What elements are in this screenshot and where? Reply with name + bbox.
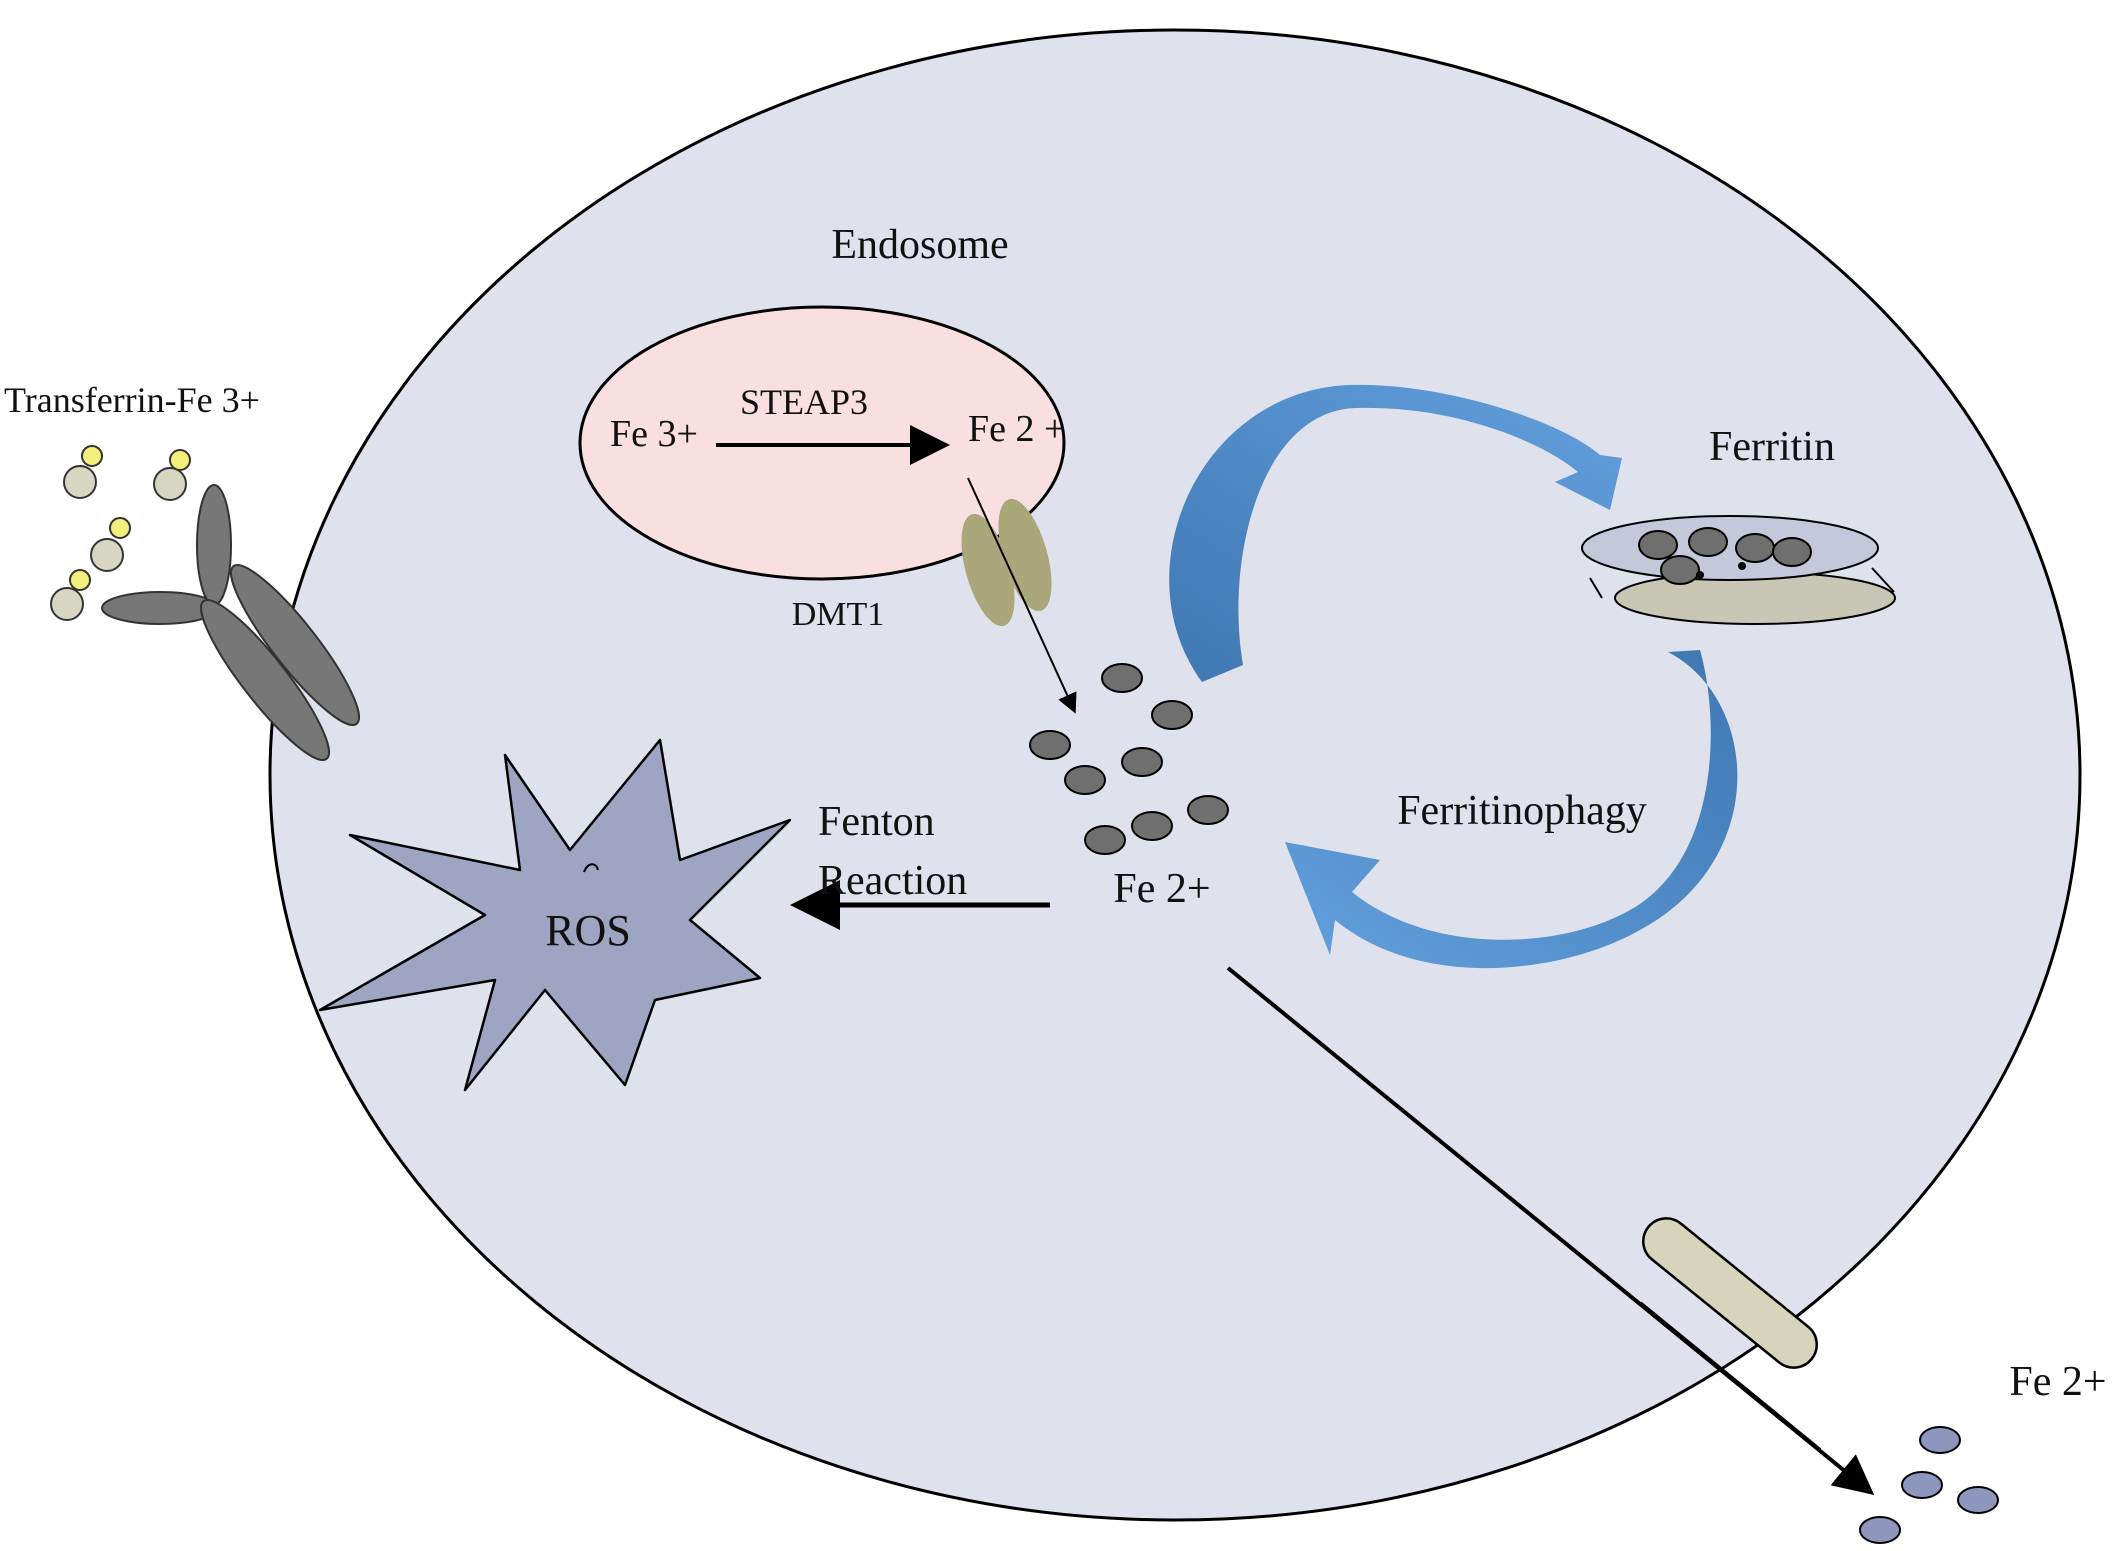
ros-star-mark — [583, 863, 599, 873]
export-arrow-overlay — [1638, 1301, 1822, 1452]
fe2-exported — [1859, 1426, 1999, 1544]
fenton-label-line2: Reaction — [818, 858, 967, 904]
fe2-pool — [1029, 663, 1229, 855]
ferritinophagy-label: Ferritinophagy — [1397, 788, 1647, 834]
ros-star-icon — [318, 738, 792, 1092]
cell-body — [268, 28, 2082, 1522]
endosome-label: Endosome — [831, 222, 1008, 268]
arrow-to-ferritin — [1169, 384, 1622, 682]
dmt1-label: DMT1 — [792, 596, 885, 633]
steap3-label: STEAP3 — [740, 382, 868, 422]
ros-label: ROS — [545, 906, 631, 955]
ferritin-cage-icon — [1581, 515, 1896, 625]
fe3-endosome-label: Fe 3+ — [610, 413, 698, 455]
transferrin-receptor-icon — [101, 484, 360, 761]
fe2-exported-label: Fe 2+ — [2009, 1359, 2106, 1405]
transferrin-label: Transferrin-Fe 3+ — [4, 380, 260, 420]
ferroportin-channel-icon — [1642, 1217, 1818, 1369]
fenton-label-line1: Fenton — [818, 799, 935, 845]
arrow-from-ferritin — [1285, 650, 1738, 969]
transferrin-fe3-complexes — [50, 445, 191, 621]
ferritin-label: Ferritin — [1709, 424, 1835, 470]
fe2-endosome-label: Fe 2 + — [968, 408, 1065, 450]
dmt1-channel-icon — [961, 477, 1077, 714]
fe2-cytosol-label: Fe 2+ — [1113, 866, 1210, 912]
